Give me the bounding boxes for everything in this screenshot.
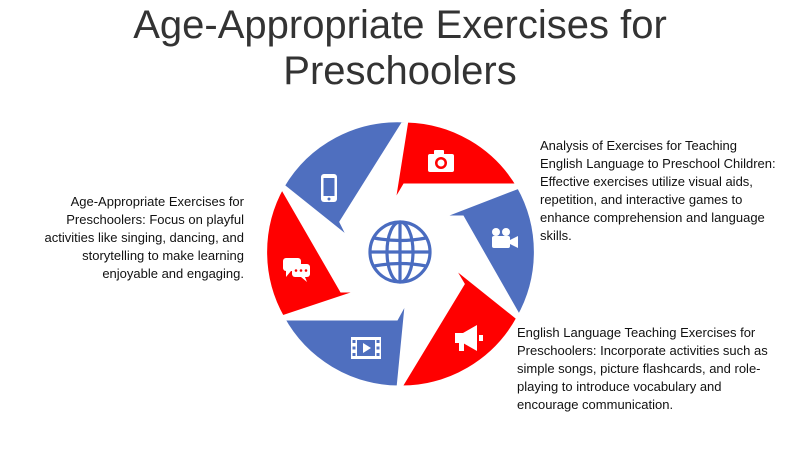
title-line-2: Preschoolers	[283, 49, 517, 93]
camera-icon	[428, 150, 454, 172]
smartphone-icon	[321, 174, 337, 202]
segment-phone	[278, 117, 411, 244]
left-description: Age-Appropriate Exercises for Preschoole…	[44, 194, 244, 281]
title-line-1: Age-Appropriate Exercises for	[133, 3, 667, 47]
right-top-description: Analysis of Exercises for Teaching Engli…	[540, 138, 776, 243]
megaphone-icon	[455, 325, 483, 351]
globe-icon	[368, 220, 432, 284]
video-camera-icon	[492, 228, 518, 248]
right-bottom-description: English Language Teaching Exercises for …	[517, 325, 768, 412]
film-play-icon	[351, 337, 381, 359]
chat-bubbles-icon	[283, 258, 310, 282]
page-title: Age-Appropriate Exercises for Preschoole…	[0, 2, 800, 94]
